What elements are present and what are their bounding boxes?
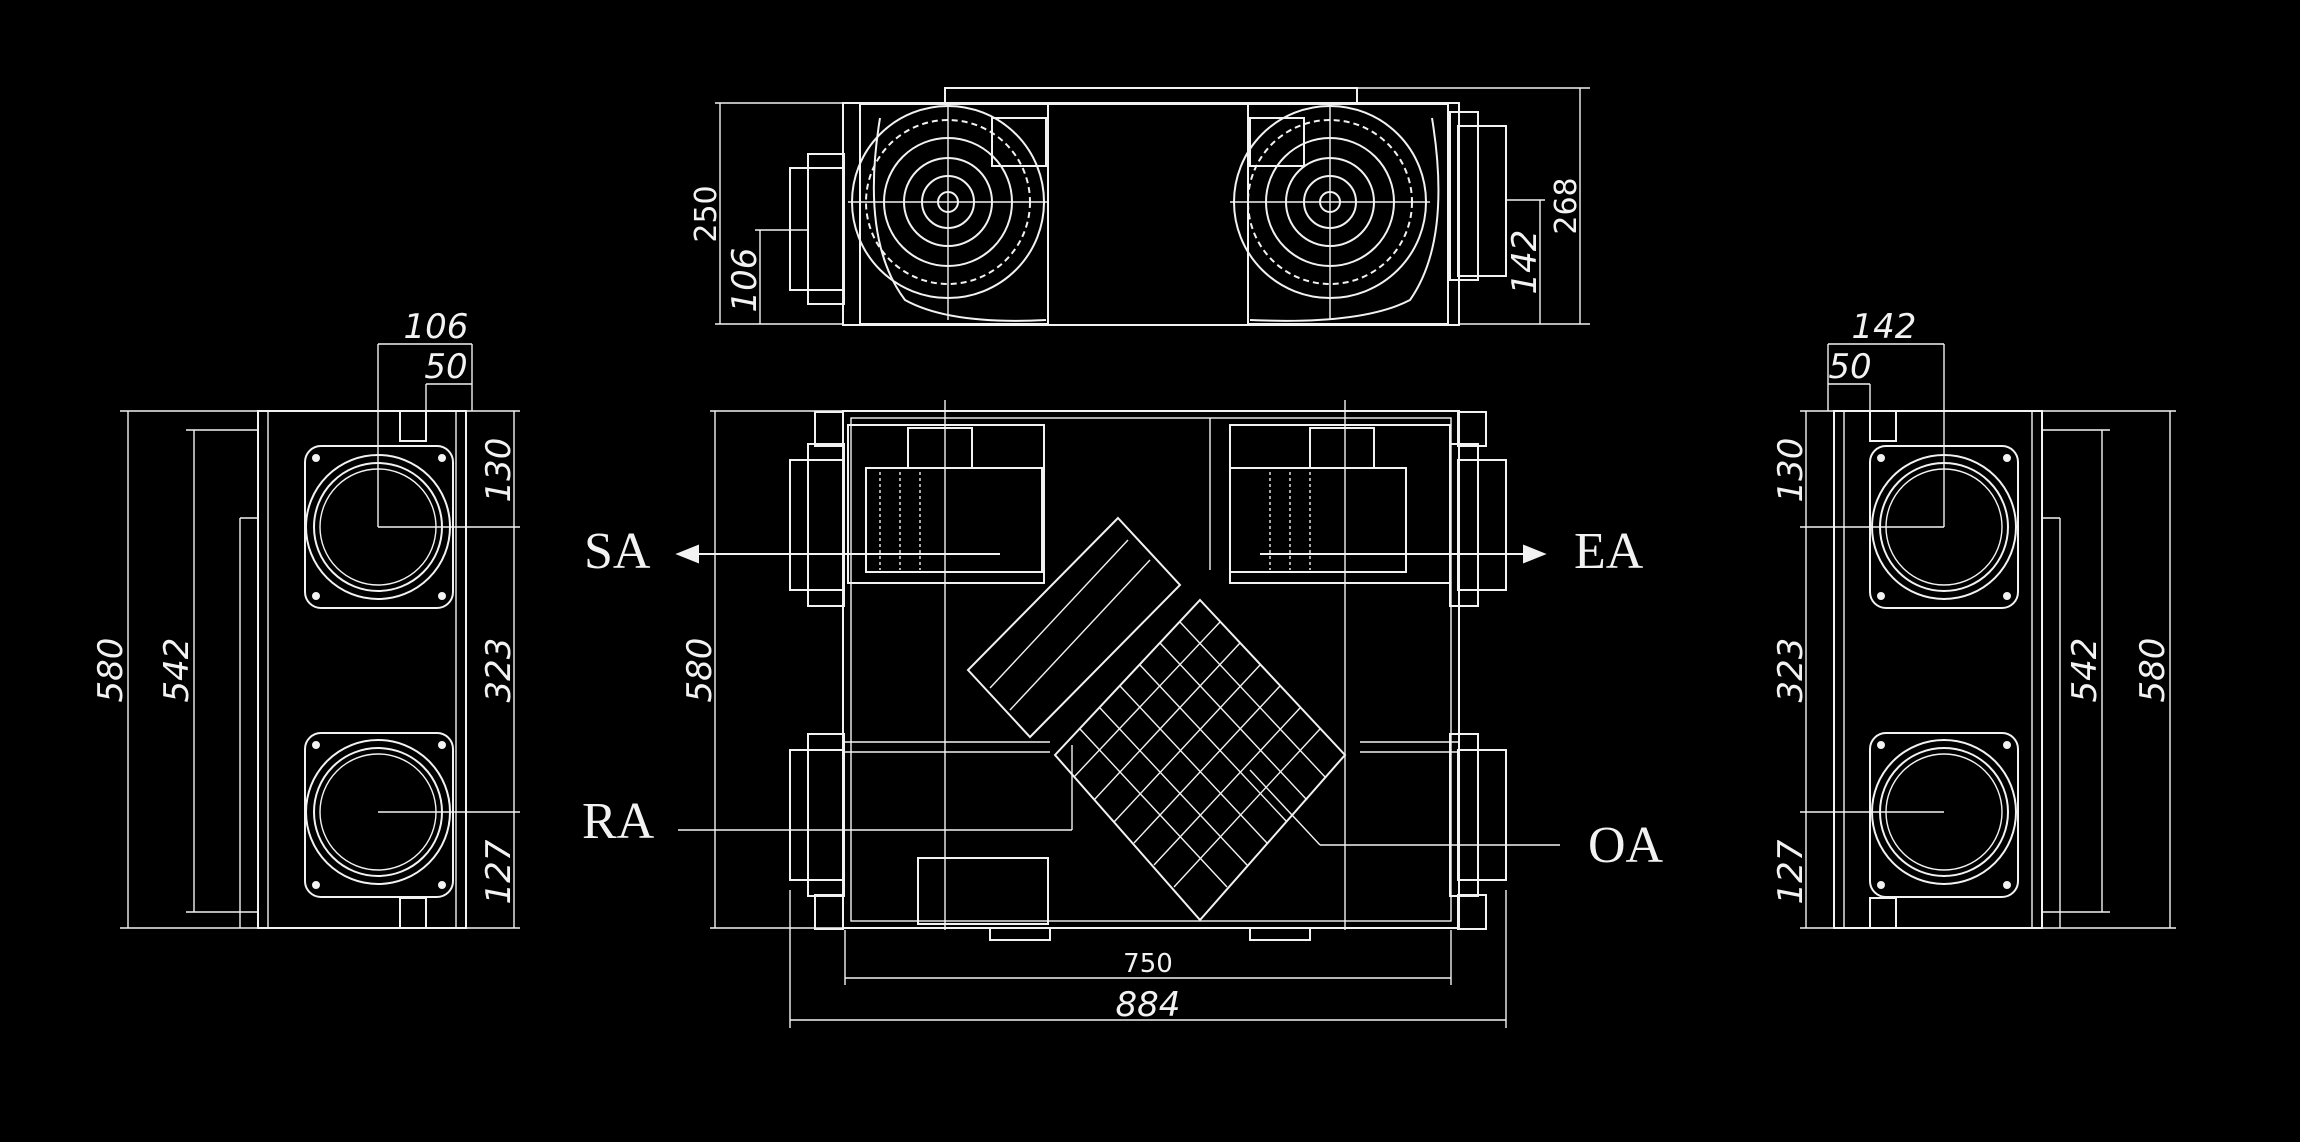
plan-view-casing <box>842 410 1460 929</box>
dim-884: 884 <box>1116 985 1181 1025</box>
left-view-casing <box>257 410 467 929</box>
dim-268: 268 <box>1549 177 1584 234</box>
dim-542-left: 542 <box>157 638 197 703</box>
dim-580-right: 580 <box>2133 638 2173 703</box>
dim-542-right: 542 <box>2065 638 2105 703</box>
plan-ea-blower <box>1229 467 1407 573</box>
plan-duct-sa <box>789 459 845 591</box>
top-view-left-duct <box>807 153 845 305</box>
left-view-port-bottom <box>304 732 454 898</box>
dim-130-right: 130 <box>1771 438 1811 503</box>
dim-127-right: 127 <box>1771 839 1811 904</box>
top-view-right-duct <box>1449 111 1479 281</box>
top-view-left-duct-collar <box>789 167 845 291</box>
plan-sa-blower <box>865 467 1043 573</box>
right-view-casing <box>1833 410 2043 929</box>
plan-ea-fan-box <box>1229 424 1451 584</box>
plan-ea-motor <box>1309 427 1375 469</box>
dim-323-left: 323 <box>479 638 519 703</box>
plan-duct-ra <box>789 749 845 881</box>
dim-50-left: 50 <box>424 347 467 387</box>
left-view: 580 542 106 50 130 323 127 <box>91 307 520 929</box>
label-ra: RA <box>582 793 655 850</box>
plan-heat-exchanger-core <box>1053 598 1347 922</box>
top-view-left-blower <box>848 103 1049 325</box>
plan-sa-fan-box <box>847 424 1045 584</box>
dim-142-right: 142 <box>1852 307 1917 347</box>
plan-filter-slab <box>966 516 1182 739</box>
dim-750: 750 <box>1123 949 1173 979</box>
dim-130-left: 130 <box>479 438 519 503</box>
dim-250: 250 <box>689 185 724 242</box>
top-view-right-duct-collar <box>1457 125 1507 277</box>
dim-106-top: 106 <box>725 248 765 313</box>
dim-580-left: 580 <box>91 638 131 703</box>
plan-filter-box <box>917 857 1049 925</box>
top-view-right-blower <box>1230 103 1449 325</box>
plan-duct-ea <box>1457 459 1507 591</box>
label-ea: EA <box>1574 523 1644 580</box>
dim-50-right: 50 <box>1828 347 1871 387</box>
label-sa: SA <box>584 523 651 580</box>
top-view: 250 106 268 142 <box>689 87 1590 326</box>
plan-sa-motor <box>907 427 973 469</box>
label-oa: OA <box>1588 817 1664 874</box>
dim-106-left: 106 <box>404 307 469 347</box>
right-view-port-bottom <box>1869 732 2019 898</box>
plan-duct-oa <box>1457 749 1507 881</box>
dim-323-right: 323 <box>1771 638 1811 703</box>
right-view: 580 542 142 50 130 323 127 <box>1771 307 2176 929</box>
dim-580-plan: 580 <box>680 638 720 703</box>
dim-127-left: 127 <box>479 839 519 904</box>
plan-view: 580 750 884 SA EA RA OA <box>582 400 1664 1028</box>
dim-142-top: 142 <box>1505 230 1545 295</box>
top-view-top-plate <box>944 87 1358 105</box>
